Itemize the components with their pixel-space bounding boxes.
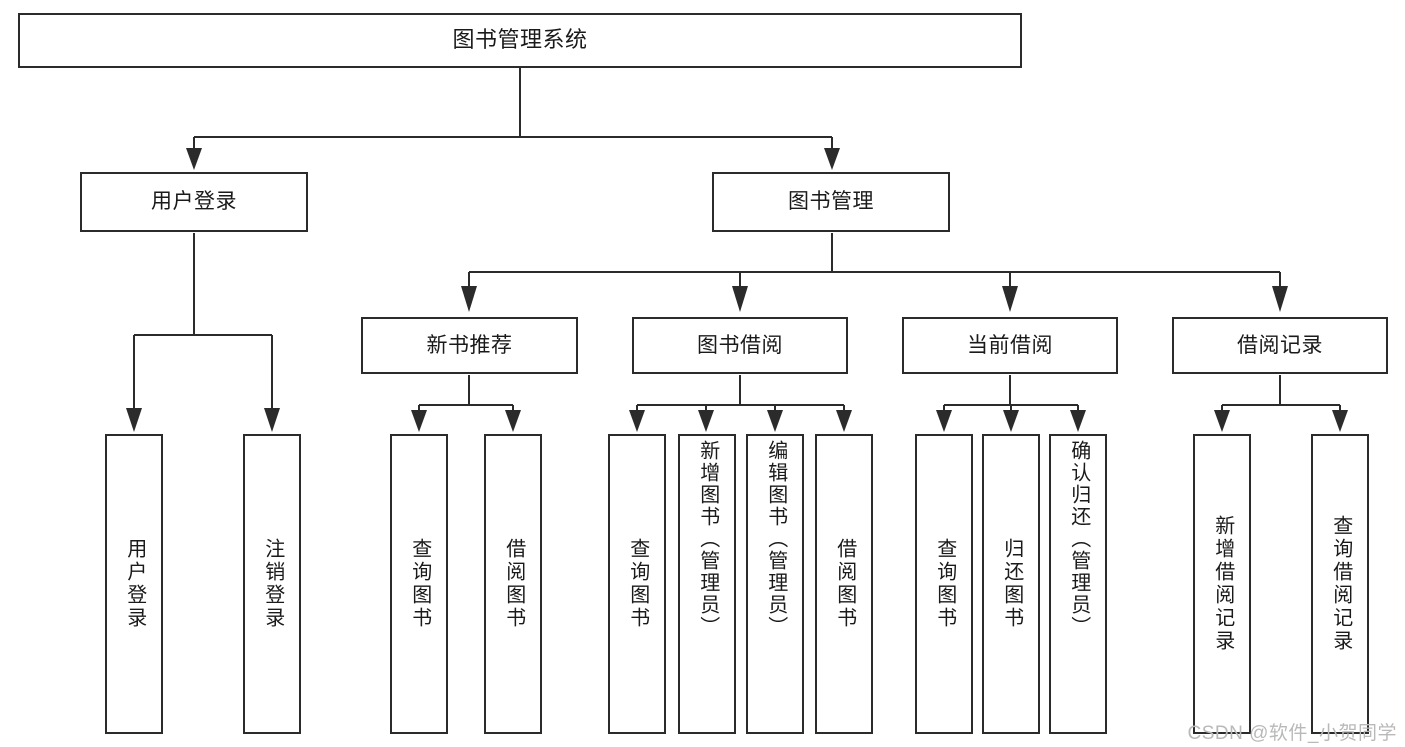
leaf-current-borrow-return-book[interactable]: 归还图书 bbox=[982, 434, 1040, 734]
node-label: 图书借阅 bbox=[697, 333, 783, 357]
arrow-new-book-leaf1 bbox=[411, 410, 427, 432]
node-label: 查询图书 bbox=[933, 538, 956, 630]
node-label: 归还图书 bbox=[1000, 538, 1023, 630]
node-label: 新增借阅记录 bbox=[1211, 515, 1234, 653]
node-label: 确认归还（管理员） bbox=[1067, 440, 1090, 638]
leaf-user-login-logout[interactable]: 注销登录 bbox=[243, 434, 301, 734]
node-user-login[interactable]: 用户登录 bbox=[80, 172, 308, 232]
arrow-new-book-leaf2 bbox=[505, 410, 521, 432]
leaf-user-login-login[interactable]: 用户登录 bbox=[105, 434, 163, 734]
arrow-user-login-leaf2 bbox=[264, 408, 280, 432]
node-book-borrow[interactable]: 图书借阅 bbox=[632, 317, 848, 374]
node-label: 查询借阅记录 bbox=[1329, 515, 1352, 653]
node-label: 当前借阅 bbox=[967, 333, 1053, 357]
arrow-to-book-manage bbox=[824, 148, 840, 170]
arrow-to-current-borrow bbox=[1002, 286, 1018, 312]
csdn-watermark: CSDN @软件_小贺同学 bbox=[1187, 723, 1397, 744]
arrow-current-borrow-leaf3 bbox=[1070, 410, 1086, 432]
node-book-management[interactable]: 图书管理 bbox=[712, 172, 950, 232]
node-label: 编辑图书（管理员） bbox=[764, 440, 787, 638]
arrow-user-login-leaf1 bbox=[126, 408, 142, 432]
arrow-current-borrow-leaf2 bbox=[1003, 410, 1019, 432]
leaf-borrow-record-query-record[interactable]: 查询借阅记录 bbox=[1311, 434, 1369, 734]
node-label: 借阅图书 bbox=[502, 538, 525, 630]
leaf-book-borrow-edit-book-admin[interactable]: 编辑图书（管理员） bbox=[746, 434, 804, 734]
node-label: 借阅图书 bbox=[833, 538, 856, 630]
node-label: 图书管理 bbox=[788, 190, 874, 214]
leaf-current-borrow-query-book[interactable]: 查询图书 bbox=[915, 434, 973, 734]
node-label: 用户登录 bbox=[123, 538, 146, 630]
leaf-book-borrow-borrow-book[interactable]: 借阅图书 bbox=[815, 434, 873, 734]
arrow-to-user-login bbox=[186, 148, 202, 170]
arrow-book-borrow-leaf1 bbox=[629, 410, 645, 432]
arrow-current-borrow-leaf1 bbox=[936, 410, 952, 432]
arrow-book-borrow-leaf3 bbox=[767, 410, 783, 432]
arrow-borrow-record-leaf1 bbox=[1214, 410, 1230, 432]
arrow-borrow-record-leaf2 bbox=[1332, 410, 1348, 432]
node-label: 借阅记录 bbox=[1237, 333, 1323, 357]
node-label: 图书管理系统 bbox=[452, 27, 588, 53]
node-label: 新书推荐 bbox=[426, 333, 513, 357]
arrow-to-borrow-record bbox=[1272, 286, 1288, 312]
node-label: 查询图书 bbox=[626, 538, 649, 630]
node-label: 用户登录 bbox=[151, 190, 237, 214]
arrow-to-new-book bbox=[461, 286, 477, 312]
node-current-borrow[interactable]: 当前借阅 bbox=[902, 317, 1118, 374]
node-label: 注销登录 bbox=[261, 538, 284, 630]
arrow-book-borrow-leaf4 bbox=[836, 410, 852, 432]
leaf-borrow-record-add-record[interactable]: 新增借阅记录 bbox=[1193, 434, 1251, 734]
node-root-book-management-system[interactable]: 图书管理系统 bbox=[18, 13, 1022, 68]
leaf-new-book-query-book[interactable]: 查询图书 bbox=[390, 434, 448, 734]
node-label: 查询图书 bbox=[408, 538, 431, 630]
node-borrow-record[interactable]: 借阅记录 bbox=[1172, 317, 1388, 374]
leaf-current-borrow-confirm-return-admin[interactable]: 确认归还（管理员） bbox=[1049, 434, 1107, 734]
arrow-book-borrow-leaf2 bbox=[698, 410, 714, 432]
node-label: 新增图书（管理员） bbox=[696, 440, 719, 638]
leaf-book-borrow-add-book-admin[interactable]: 新增图书（管理员） bbox=[678, 434, 736, 734]
arrow-to-book-borrow bbox=[732, 286, 748, 312]
leaf-new-book-borrow-book[interactable]: 借阅图书 bbox=[484, 434, 542, 734]
leaf-book-borrow-query-book[interactable]: 查询图书 bbox=[608, 434, 666, 734]
node-new-book-recommend[interactable]: 新书推荐 bbox=[361, 317, 578, 374]
